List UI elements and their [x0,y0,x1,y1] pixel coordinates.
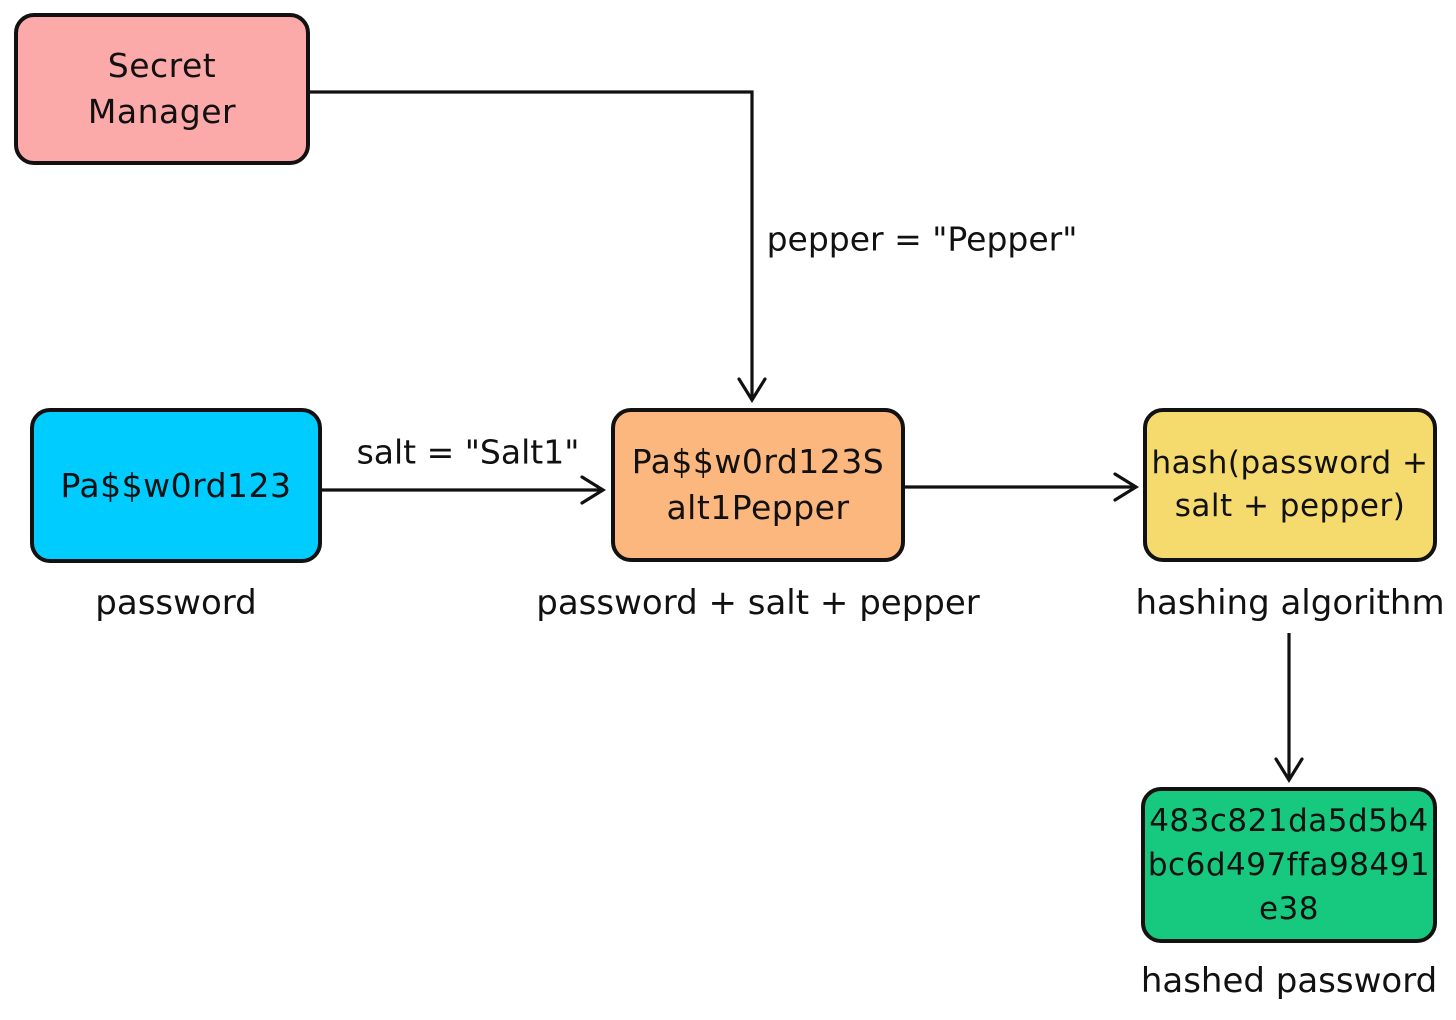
node-hashing-algorithm-text: salt + pepper) [1174,488,1406,524]
node-secret-manager-text: Secret [107,46,217,86]
caption-hashing-algorithm: hashing algorithm [1135,583,1445,623]
node-hashed-password: 483c821da5d5b4 bc6d497ffa98491 e38 [1141,787,1437,943]
node-hashed-password-text: e38 [1258,891,1320,927]
node-password: Pa$$w0rd123 [30,408,322,563]
node-password-text: Pa$$w0rd123 [60,465,292,505]
node-password-salt-pepper-text: alt1Pepper [666,488,850,527]
node-secret-manager: Secret Manager [14,13,310,165]
edge-label-salt: salt = "Salt1" [356,432,580,472]
edge-label-pepper: pepper = "Pepper" [766,219,1078,259]
node-hashing-algorithm-text: hash(password + [1151,445,1429,482]
caption-password: password [95,583,257,623]
node-hashing-algorithm: hash(password + salt + pepper) [1143,408,1437,562]
caption-hashed-password: hashed password [1140,961,1438,1001]
node-password-salt-pepper-text: Pa$$w0rd123S [631,442,885,482]
node-hashed-password-text: bc6d497ffa98491 [1147,846,1431,883]
node-hashed-password-text: 483c821da5d5b4 [1149,802,1429,839]
node-password-salt-pepper: Pa$$w0rd123S alt1Pepper [611,408,905,562]
connector-pepper [310,90,767,404]
node-secret-manager-text: Manager [87,92,237,131]
caption-password-salt-pepper: password + salt + pepper [536,583,980,623]
